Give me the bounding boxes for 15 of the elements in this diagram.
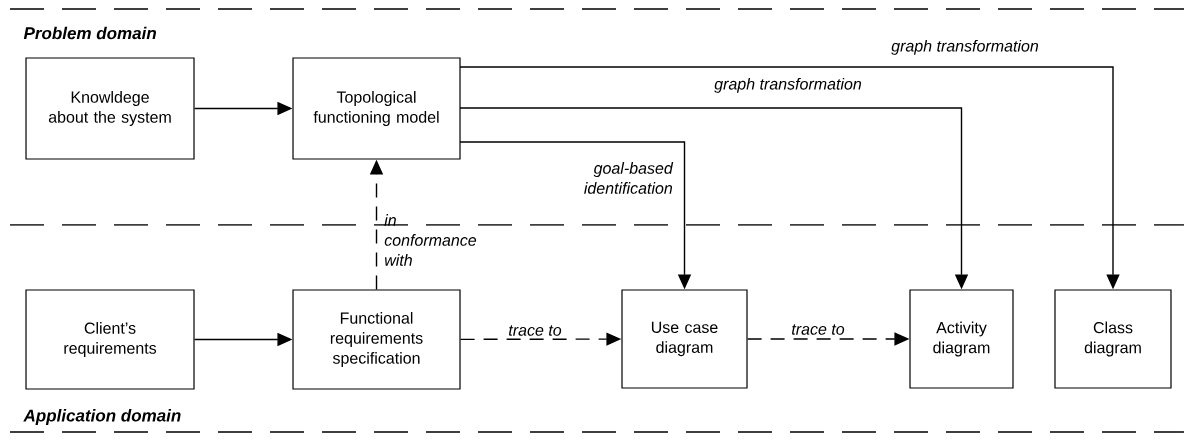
domain-label: Application domain [23, 409, 181, 425]
process-box: Knowldege about the system [25, 57, 195, 160]
process-box: Use case diagram [621, 289, 748, 389]
process-box: Activity diagram [909, 289, 1014, 389]
edge-label: graph transformation [714, 77, 862, 93]
process-box: Client’s requirements [25, 289, 195, 390]
edge-label: in conformance with [384, 214, 477, 266]
process-box: Class diagram [1054, 289, 1172, 389]
domain-label: Problem domain [23, 26, 156, 40]
process-box: Topological functioning model [292, 57, 461, 160]
process-box: Functional requirements specification [292, 289, 461, 390]
edge-label: graph transformation [891, 39, 1039, 55]
edge-label: trace to [792, 324, 845, 335]
edge-label: trace to [509, 325, 562, 336]
edge-label: goal-based identification [584, 162, 674, 194]
